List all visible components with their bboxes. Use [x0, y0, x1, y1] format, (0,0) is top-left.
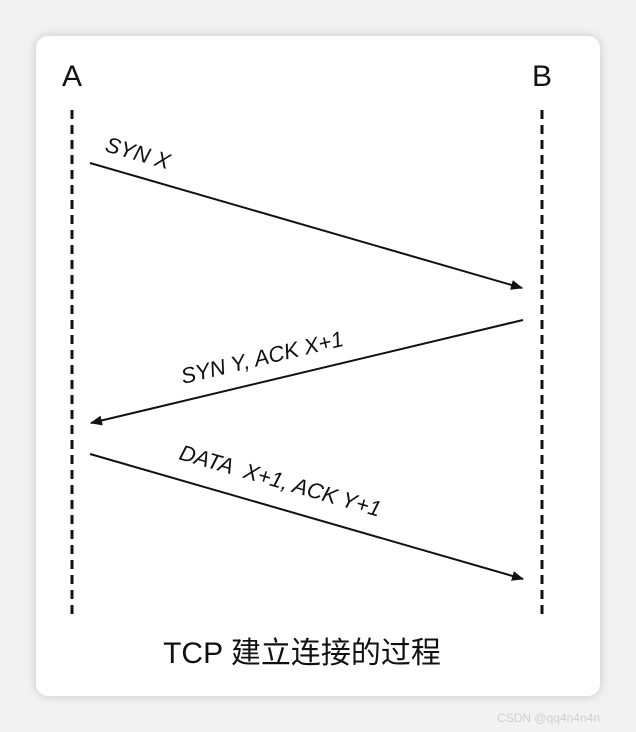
- message-label-2: SYN Y, ACK X+1: [178, 326, 345, 389]
- message-arrow-2: [90, 319, 524, 426]
- watermark-text: CSDN @qq4n4n4n: [497, 711, 600, 725]
- diagram-caption: TCP 建立连接的过程: [163, 637, 441, 670]
- node-a-label: A: [62, 60, 82, 93]
- message-label-1: SYN X: [103, 132, 175, 175]
- message-arrow-1: [89, 162, 523, 290]
- message-arrow-3: [89, 453, 524, 581]
- node-b-label: B: [532, 60, 552, 93]
- diagram-card: [36, 36, 600, 696]
